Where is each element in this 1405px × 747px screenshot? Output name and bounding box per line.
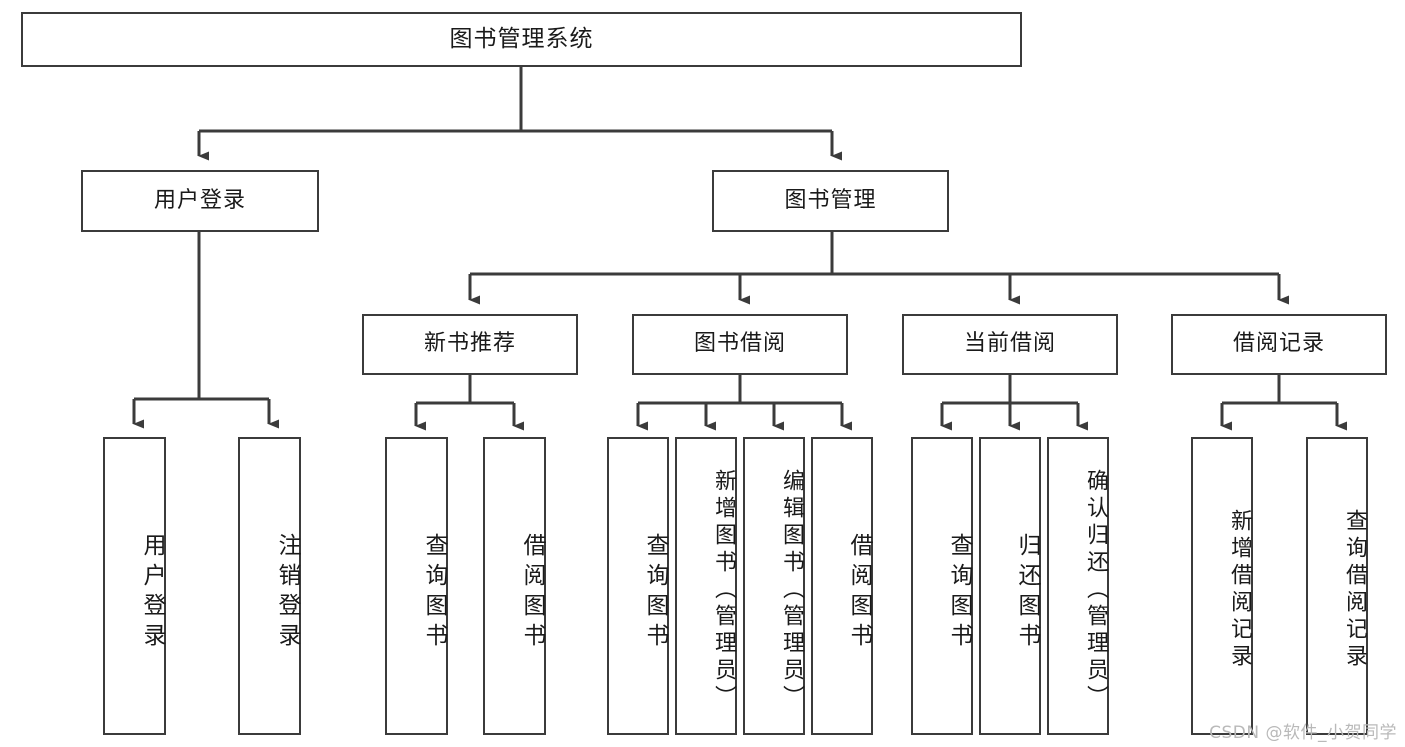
leaf-book-borrow-borrow-books[interactable]: 借阅图书 <box>811 437 873 735</box>
node-label: 图书管理系统 <box>449 25 594 52</box>
node-label: 用户登录 <box>153 187 246 213</box>
node-label: 用户登录 <box>139 533 165 653</box>
node-current-borrow[interactable]: 当前借阅 <box>902 314 1118 375</box>
node-label: 新书推荐 <box>423 331 516 357</box>
leaf-user-login-signin[interactable]: 用户登录 <box>103 437 166 735</box>
leaf-user-login-signout[interactable]: 注销登录 <box>238 437 301 735</box>
node-user-login[interactable]: 用户登录 <box>81 170 319 232</box>
node-label: 编辑图书（管理员） <box>779 468 804 712</box>
node-new-book-recommendation[interactable]: 新书推荐 <box>362 314 578 375</box>
node-book-borrow[interactable]: 图书借阅 <box>632 314 848 375</box>
node-label: 图书借阅 <box>693 331 786 357</box>
leaf-current-borrow-confirm-return-admin[interactable]: 确认归还（管理员） <box>1047 437 1109 735</box>
node-label: 图书管理 <box>784 187 877 213</box>
node-label: 新增图书（管理员） <box>711 468 736 712</box>
node-label: 借阅记录 <box>1232 331 1325 357</box>
node-label: 确认归还（管理员） <box>1083 468 1108 712</box>
leaf-book-borrow-add-book-admin[interactable]: 新增图书（管理员） <box>675 437 737 735</box>
node-book-management[interactable]: 图书管理 <box>712 170 949 232</box>
csdn-watermark: CSDN @软件_小贺同学 <box>1209 723 1397 743</box>
node-label: 查询图书 <box>946 533 972 653</box>
node-borrow-record[interactable]: 借阅记录 <box>1171 314 1387 375</box>
leaf-borrow-record-add-record[interactable]: 新增借阅记录 <box>1191 437 1253 735</box>
leaf-current-borrow-query-books[interactable]: 查询图书 <box>911 437 973 735</box>
node-label: 查询借阅记录 <box>1342 509 1367 671</box>
leaf-new-book-borrow-books[interactable]: 借阅图书 <box>483 437 546 735</box>
leaf-new-book-query-books[interactable]: 查询图书 <box>385 437 448 735</box>
node-label: 新增借阅记录 <box>1227 509 1252 671</box>
node-label: 查询图书 <box>642 533 668 653</box>
leaf-current-borrow-return-books[interactable]: 归还图书 <box>979 437 1041 735</box>
node-label: 借阅图书 <box>846 533 872 653</box>
node-label: 借阅图书 <box>519 533 545 653</box>
leaf-book-borrow-query-books[interactable]: 查询图书 <box>607 437 669 735</box>
node-root-book-management-system[interactable]: 图书管理系统 <box>21 12 1022 67</box>
leaf-borrow-record-query-record[interactable]: 查询借阅记录 <box>1306 437 1368 735</box>
node-label: 查询图书 <box>421 533 447 653</box>
node-label: 注销登录 <box>274 533 300 653</box>
node-label: 当前借阅 <box>963 331 1056 357</box>
leaf-book-borrow-edit-book-admin[interactable]: 编辑图书（管理员） <box>743 437 805 735</box>
node-label: 归还图书 <box>1014 533 1040 653</box>
